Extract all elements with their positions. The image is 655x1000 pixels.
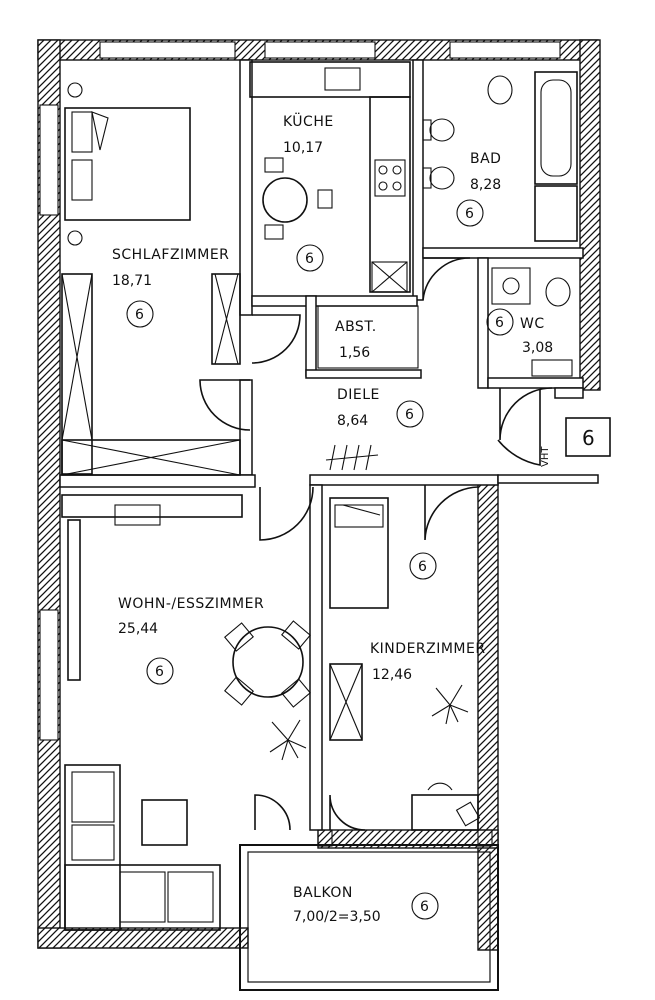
room-marker: 6 [135,307,144,323]
wardrobe [61,273,241,476]
room-marker: 6 [465,206,474,222]
room-name: ABST. [335,319,377,335]
room-name: WOHN-/ESSZIMMER [118,596,264,612]
room-area: 7,00/2=3,50 [293,909,381,925]
room-label-diele: DIELE 8,64 6 [337,387,424,429]
desk [411,782,481,831]
svg-text:VHT: VHT [540,446,551,467]
room-marker: 6 [155,664,164,680]
coat-rack [325,444,379,471]
room-label-schlafzimmer: SCHLAFZIMMER 18,71 6 [112,247,229,328]
bathroom-fixtures [422,71,578,377]
kitchen-table [262,157,333,240]
room-label-wc: 6 WC 3,08 [486,308,553,356]
room-marker: 6 [305,251,314,267]
room-area: 25,44 [118,621,158,637]
room-label-balkon: BALKON 7,00/2=3,50 6 [293,885,439,925]
room-label-kinder: 6 KINDERZIMMER 12,46 [370,552,486,683]
tv-cabinet [61,494,243,681]
room-area: 12,46 [372,667,412,683]
kids-wardrobe [329,663,363,741]
room-marker: 6 [418,559,427,575]
room-name: KINDERZIMMER [370,641,486,657]
storage-shelves [317,305,419,369]
doors [199,257,553,847]
room-area: 1,56 [339,345,370,361]
single-bed [329,497,389,609]
double-bed [64,82,191,246]
room-name: BAD [470,151,501,167]
room-name: BALKON [293,885,353,901]
room-area: 10,17 [283,140,323,156]
windows [39,41,561,741]
room-name: SCHLAFZIMMER [112,247,229,263]
room-area: 18,71 [112,273,152,289]
sofa [64,764,221,931]
unit-number-badge: 6 [565,417,611,457]
interior-walls [59,59,599,831]
room-marker: 6 [495,315,504,331]
room-area: 3,08 [522,340,553,356]
room-area: 8,64 [337,413,368,429]
svg-text:6: 6 [582,426,595,450]
room-label-bad: BAD 8,28 6 [456,151,501,227]
room-marker: 6 [420,899,429,915]
plant-icon [269,684,469,761]
room-label-kueche: KÜCHE 10,17 6 [283,112,334,272]
room-area: 8,28 [470,177,501,193]
dining-table [224,620,311,708]
room-name: KÜCHE [283,112,334,130]
balcony [239,844,499,991]
entrance-label: VHT [540,446,551,467]
room-marker: 6 [405,407,414,423]
room-label-abst: ABST. 1,56 [335,319,377,361]
kitchen-counter [249,61,411,293]
room-label-wohn: WOHN-/ESSZIMMER 25,44 6 [118,596,264,685]
room-name: DIELE [337,387,380,403]
room-name: WC [520,316,545,332]
